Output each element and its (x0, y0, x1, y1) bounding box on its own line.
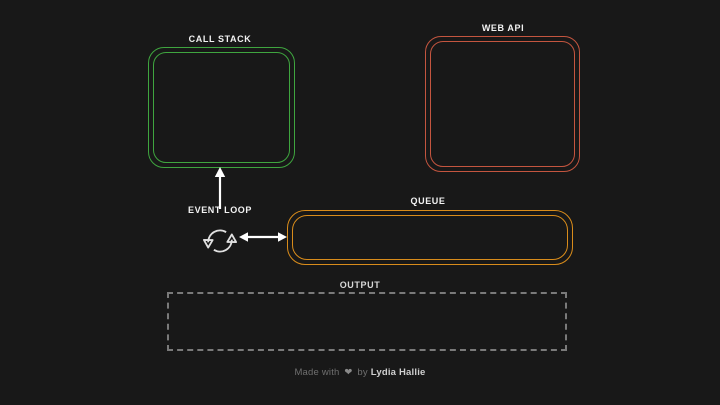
web-api-label: WEB API (481, 23, 525, 33)
call-stack-label: CALL STACK (188, 34, 252, 44)
arrow-left-right-icon (239, 232, 287, 242)
footer-prefix: Made with (294, 367, 340, 378)
footer-credit: Made with ❤ by Lydia Hallie (0, 367, 720, 378)
arrow-up-icon (214, 167, 226, 209)
web-api-box[interactable] (425, 36, 580, 172)
queue-label: QUEUE (410, 196, 446, 206)
call-stack-box[interactable] (148, 47, 295, 168)
circular-arrows-icon (202, 229, 238, 253)
output-label: OUTPUT (339, 280, 381, 290)
event-loop-label: EVENT LOOP (187, 205, 253, 215)
output-box[interactable] (167, 292, 567, 351)
footer-author[interactable]: Lydia Hallie (370, 367, 426, 378)
heart-icon: ❤ (344, 367, 353, 378)
footer-middle: by (357, 367, 368, 378)
queue-box[interactable] (287, 210, 573, 265)
